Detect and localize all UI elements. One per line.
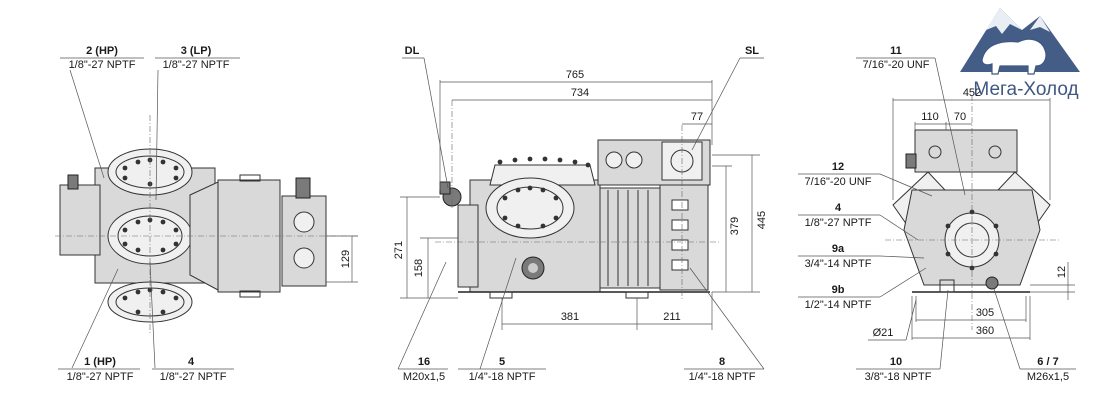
middle-dim-158: 158 [413,259,425,277]
right-dim-12: 12 [1056,266,1068,278]
right-terminal-box [914,129,1018,173]
right-dim-110: 110 [921,111,939,123]
middle-dim-379: 379 [729,217,741,235]
left-dim-129: 129 [340,250,352,268]
middle-callout-8-spec: 1/4"-18 NPTF [689,371,756,383]
middle-callout-8-title: 8 [719,356,725,368]
right-callout-9b-spec: 1/2"-14 NPTF [805,299,872,311]
middle-label-sl: SL [745,45,759,57]
middle-dim-211: 211 [663,311,681,323]
middle-dim-765: 765 [566,69,584,81]
left-callout-4-spec: 1/8"-27 NPTF [160,371,227,383]
left-callout-3-spec: 1/8"-27 NPTF [163,59,230,71]
right-callout-10-title: 10 [890,356,902,368]
right-callout-9b-title: 9b [832,284,845,296]
middle-callout-16-title: 16 [418,356,430,368]
left-terminal-box [281,195,327,287]
middle-dim-271: 271 [393,241,405,259]
right-callout-11-title: 11 [890,45,902,57]
left-oil-pump [59,184,101,256]
right-dim-360: 360 [976,325,994,337]
left-callout-4-title: 4 [188,356,195,368]
left-pressure-valve [67,174,79,190]
left-callout-3-title: 3 (LP) [181,45,212,57]
right-callout-11-spec: 7/16"-20 UNF [863,59,930,71]
left-view: 129 2 (HP) 1/8"-27 NPTF 3 (LP) 1/8"-27 N… [55,45,360,383]
left-callout-1-title: 1 (HP) [84,356,116,368]
middle-callout-5-spec: 1/4"-18 NPTF [469,371,536,383]
right-callout-4-title: 4 [835,202,842,214]
left-callout-1-spec: 1/8"-27 NPTF [67,371,134,383]
right-dim-21: Ø21 [873,327,894,339]
middle-callout-16-spec: M20x1,5 [403,371,445,383]
left-motor-housing [217,179,281,293]
middle-dim-445: 445 [756,211,768,229]
right-callout-6-7-spec: M26x1,5 [1027,371,1069,383]
right-callout-9a-spec: 3/4"-14 NPTF [805,258,872,270]
bear-icon [981,38,1047,75]
middle-dim-77: 77 [691,111,703,123]
brand-logo-text: Мега-Холод [973,79,1078,100]
middle-callout-5-title: 5 [499,356,505,368]
brand-logo: Мега-Холод [960,8,1080,100]
right-view: 452 110 70 12 305 360 Ø21 11 7/16"-20 UN… [798,45,1076,383]
middle-motor-fins [599,187,661,289]
left-callout-2-spec: 1/8"-27 NPTF [69,59,136,71]
right-dim-452: 452 [963,87,981,99]
right-callout-12-title: 12 [832,161,844,173]
right-dim-70: 70 [954,111,966,123]
right-dim-305: 305 [976,307,994,319]
right-callout-9a-title: 9a [832,243,845,255]
right-callout-10-spec: 3/8"-18 NPTF [865,371,932,383]
left-callout-2-title: 2 (HP) [86,45,118,57]
middle-cylinder-head [485,177,575,239]
middle-view: 765 734 77 445 379 271 158 381 211 DL [393,45,768,383]
right-callout-12-spec: 7/16"-20 UNF [805,176,872,188]
right-callout-4-spec: 1/8"-27 NPTF [805,217,872,229]
right-callout-6-7-title: 6 / 7 [1037,356,1058,368]
middle-dim-734: 734 [571,87,589,99]
middle-label-dl: DL [405,45,420,57]
middle-dim-381: 381 [561,311,579,323]
